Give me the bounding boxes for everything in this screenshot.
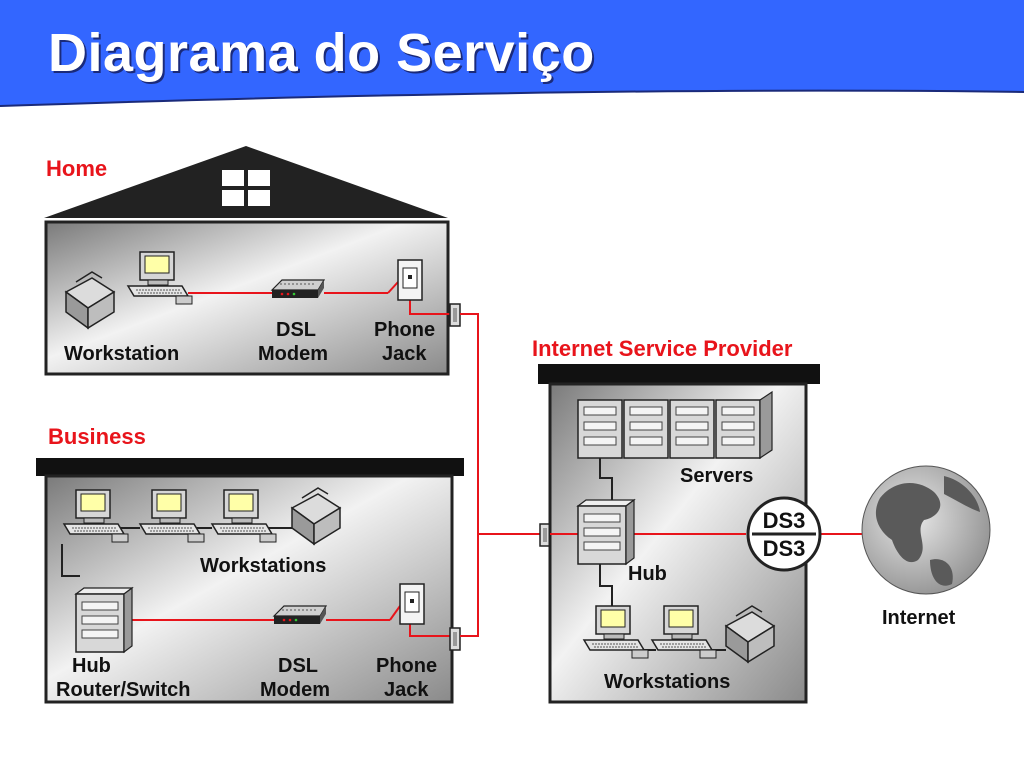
business-hub-router-icon [75,587,133,653]
home-plug-icon [449,303,461,327]
home-workstation-label: Workstation [64,343,179,365]
ds3-badge: DS3 DS3 [746,496,822,572]
internet-globe-icon [861,465,991,595]
business-workstations-label: Workstations [200,555,326,577]
title-bar: Diagrama do Serviço [0,0,1024,108]
business-phone-label: Phone [376,655,437,677]
home-phone-jack-icon [397,259,423,301]
business-router-switch-label: Router/Switch [56,679,190,701]
isp-server-2-icon [623,399,669,459]
business-hub-label: Hub [72,655,111,677]
isp-server-4-icon [715,399,761,459]
business-dsl-modem-icon [273,605,327,625]
home-links [188,281,454,315]
home-modem-label: Modem [258,343,328,365]
business-plug-icon [449,627,461,651]
title-background [0,0,1024,107]
business-dsl-label: DSL [278,655,318,677]
isp-servers-rack [577,390,773,460]
isp-heading: Internet Service Provider [532,336,793,361]
business-jack-label: Jack [384,679,429,701]
isp-workstations-label: Workstations [604,671,730,693]
ds3-bottom-label: DS3 [763,536,806,561]
home-dsl-label: DSL [276,319,316,341]
business-modem-label: Modem [260,679,330,701]
internet-label: Internet [882,607,956,629]
business-links [61,527,454,637]
isp-hub-label: Hub [628,563,667,585]
business-heading: Business [48,424,146,449]
home-heading: Home [46,156,107,181]
isp-servers-label: Servers [680,465,753,487]
home-jack-label: Jack [382,343,427,365]
ds3-top-label: DS3 [763,508,806,533]
isp-server-1-icon [577,399,623,459]
home-phone-label: Phone [374,319,435,341]
business-phone-jack-icon [399,583,425,625]
slide-title: Diagrama do Serviço [48,23,595,83]
isp-server-3-icon [669,399,715,459]
trunk-line [460,313,540,637]
home-dsl-modem-icon [271,279,325,299]
isp-hub-icon [577,499,635,565]
